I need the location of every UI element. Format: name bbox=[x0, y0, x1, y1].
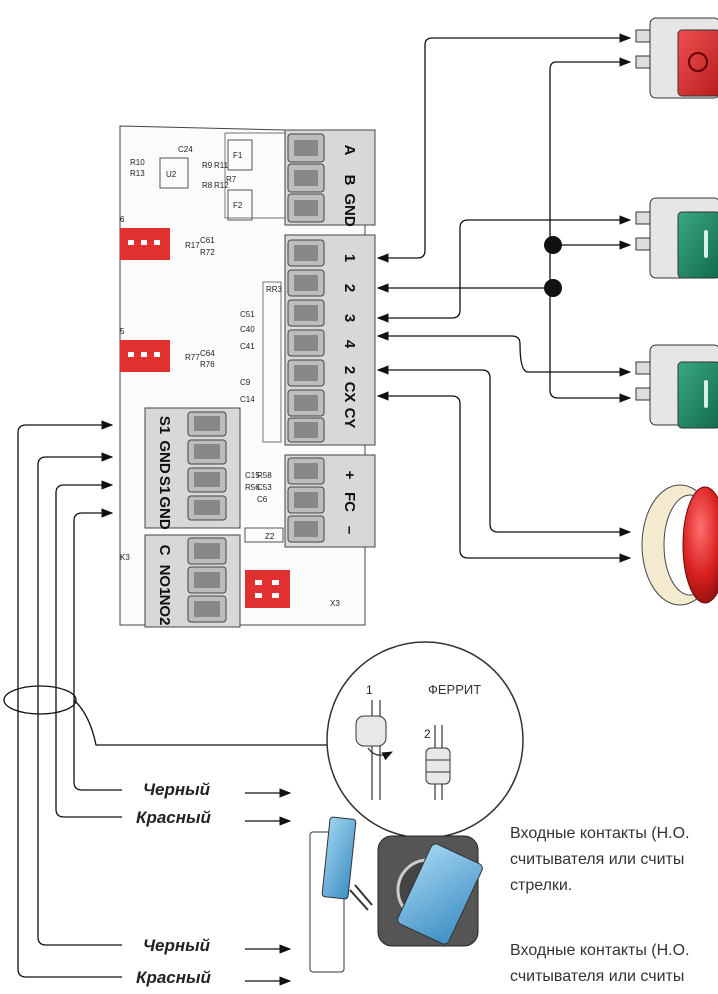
junction-dot bbox=[544, 236, 562, 254]
terminal-no1-label: NO1 bbox=[156, 565, 173, 596]
pcb-label-c14: C14 bbox=[240, 395, 255, 404]
pcb-label-j6: 6 bbox=[120, 215, 125, 224]
pcb-label-c51: C51 bbox=[240, 310, 255, 319]
emergency-stop-button bbox=[641, 484, 718, 606]
terminal-4-label: 4 bbox=[341, 340, 358, 349]
wire-label-red-2: Красный bbox=[136, 968, 212, 987]
pcb-label-r11: R11 bbox=[214, 161, 229, 170]
pcb-label-r72: R72 bbox=[200, 248, 215, 257]
pcb-label-c24: C24 bbox=[178, 145, 193, 154]
terminal-b-label: B bbox=[341, 175, 358, 186]
pcb-label-c9: C9 bbox=[240, 378, 251, 387]
terminal-2-label: 2 bbox=[341, 284, 358, 292]
pcb-label-c64: C64 bbox=[200, 349, 215, 358]
pcb-label-r58: R58 bbox=[257, 471, 272, 480]
description-1: Входные контакты (Н.О. считывателя или с… bbox=[510, 825, 690, 894]
wire-label-black-2: Черный bbox=[143, 936, 211, 955]
pcb-label-z2: Z2 bbox=[265, 532, 275, 541]
red-connector bbox=[245, 570, 290, 608]
desc-1-line-1: Входные контакты (Н.О. bbox=[510, 825, 690, 842]
terminal-s1b-label: S1 bbox=[156, 476, 173, 494]
terminal-block-s1: S1 GND S1 GND bbox=[144, 407, 241, 530]
ferrite-detail: ФЕРРИТ 1 2 bbox=[326, 641, 524, 839]
pcb-label-c41: C41 bbox=[240, 342, 255, 351]
description-2: Входные контакты (Н.О. считывателя или с… bbox=[510, 942, 690, 985]
left-wiring bbox=[17, 420, 340, 978]
pcb-label-j5: 5 bbox=[120, 327, 125, 336]
pcb-label-r77: R77 bbox=[185, 353, 200, 362]
terminal-gnd2-label: GND bbox=[156, 496, 173, 530]
pcb-label-u2: U2 bbox=[166, 170, 177, 179]
terminal-gnd1-label: GND bbox=[156, 440, 173, 474]
pcb-label-r12: R12 bbox=[214, 181, 229, 190]
terminal-3-label: 3 bbox=[341, 314, 358, 322]
terminal-block-relay: C NO1 NO2 bbox=[144, 534, 241, 628]
terminal-block-fc: + FC – bbox=[284, 454, 376, 548]
pcb-label-c53: C53 bbox=[257, 483, 272, 492]
stop-button bbox=[635, 17, 718, 99]
desc-1-line-2: считывателя или считы bbox=[510, 851, 684, 868]
line-icon bbox=[704, 380, 708, 408]
terminal-s1-label: S1 bbox=[156, 416, 173, 434]
pcb-label-c40: C40 bbox=[240, 325, 255, 334]
pcb-label-c15: C15 bbox=[245, 471, 260, 480]
terminal-minus-label: – bbox=[341, 526, 358, 534]
pcb-label-rr3: RR3 bbox=[266, 285, 283, 294]
terminal-gnd-label: GND bbox=[341, 193, 358, 227]
ferrite-clamp-closed-icon bbox=[425, 747, 451, 785]
desc-1-line-3: стрелки. bbox=[510, 877, 572, 894]
terminal-a-label: A bbox=[341, 145, 358, 156]
terminal-block-inputs: 1 2 3 4 2 CX CY bbox=[284, 234, 376, 446]
pcb-label-r8: R8 bbox=[202, 181, 213, 190]
open-button bbox=[635, 197, 718, 279]
pcb-label-f1: F1 bbox=[233, 151, 243, 160]
pcb-label-c61: C61 bbox=[200, 236, 215, 245]
line-icon bbox=[704, 230, 708, 258]
pcb-label-r10: R10 bbox=[130, 158, 145, 167]
terminal-no2-label: NO2 bbox=[156, 595, 173, 626]
ferrite-title: ФЕРРИТ bbox=[428, 682, 481, 697]
terminal-plus-label: + bbox=[341, 471, 358, 480]
card-reader-proximity bbox=[309, 816, 373, 973]
pcb-label-x3: X3 bbox=[330, 599, 340, 608]
terminal-block-bus: A B GND bbox=[284, 129, 376, 227]
pcb-label-k3: K3 bbox=[120, 553, 130, 562]
terminal-cy-label: CY bbox=[341, 408, 358, 429]
pcb-label-r7: R7 bbox=[226, 175, 237, 184]
pcb-label-r9: R9 bbox=[202, 161, 213, 170]
desc-2-line-2: считывателя или считы bbox=[510, 968, 684, 985]
card-reader-switch bbox=[377, 835, 483, 947]
pcb-label-r17: R17 bbox=[185, 241, 200, 250]
terminal-1-label: 1 bbox=[341, 254, 358, 262]
pcb-label-r13: R13 bbox=[130, 169, 145, 178]
ferrite-step-1: 1 bbox=[366, 683, 373, 697]
pcb-label-r56: R56 bbox=[245, 483, 260, 492]
terminal-c-label: C bbox=[156, 545, 173, 556]
cable-bundle-ring bbox=[3, 685, 77, 715]
pcb-label-f2: F2 bbox=[233, 201, 243, 210]
button-wiring bbox=[376, 33, 632, 563]
terminal-cx-label: CX bbox=[341, 382, 358, 403]
stop-icon bbox=[688, 52, 708, 72]
wire-labels: Черный Красный Черный Красный bbox=[136, 780, 292, 987]
ferrite-clamp-open-icon bbox=[355, 715, 387, 747]
close-button bbox=[635, 344, 718, 429]
wire-label-black-1: Черный bbox=[143, 780, 211, 799]
wire-label-red-1: Красный bbox=[136, 808, 212, 827]
desc-2-line-1: Входные контакты (Н.О. bbox=[510, 942, 690, 959]
terminal-2b-label: 2 bbox=[341, 366, 358, 374]
terminal-fc-label: FC bbox=[341, 492, 358, 512]
pcb-label-c6: C6 bbox=[257, 495, 268, 504]
junction-dot bbox=[544, 279, 562, 297]
pcb-label-r76: R76 bbox=[200, 360, 215, 369]
ferrite-step-2: 2 bbox=[424, 727, 431, 741]
